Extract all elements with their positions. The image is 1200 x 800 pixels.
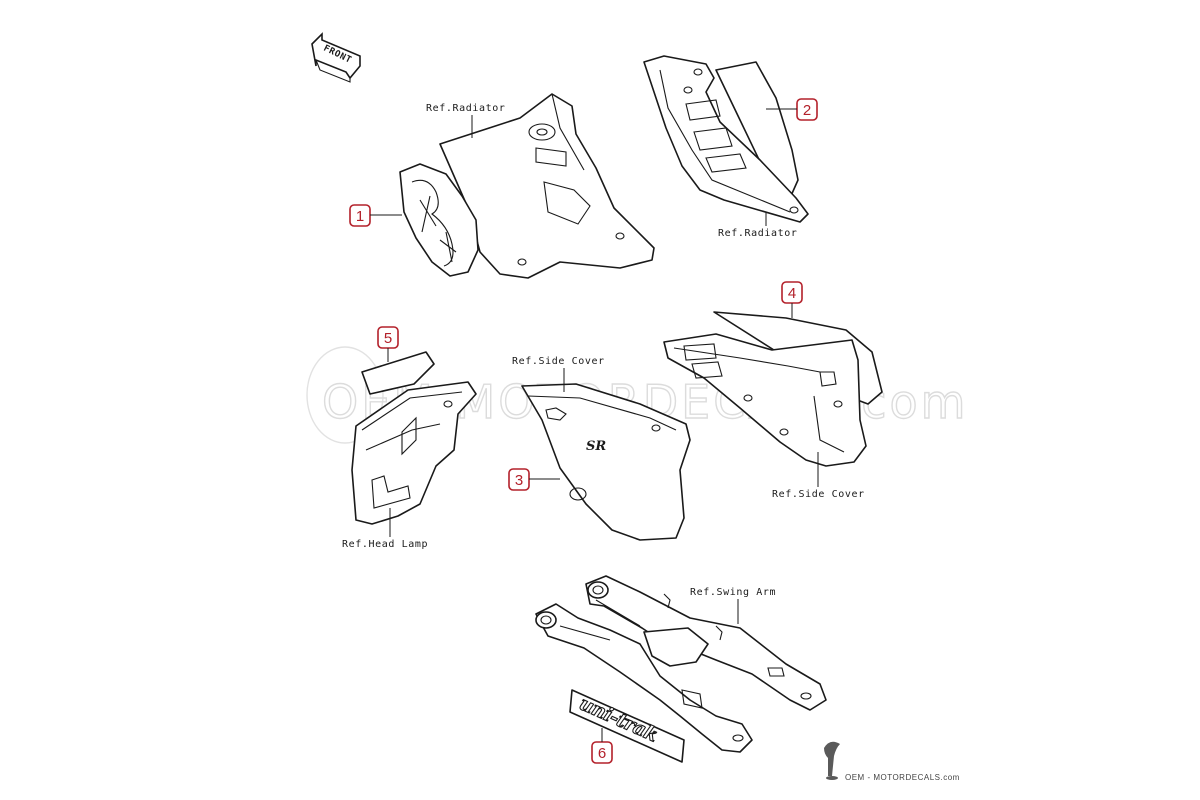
callout-2-number: 2 bbox=[803, 102, 811, 119]
callout-5-number: 5 bbox=[384, 330, 392, 347]
callout-3-number: 3 bbox=[515, 472, 523, 489]
callout-1: 1 bbox=[349, 204, 402, 227]
ref-swing-arm: Ref.Swing Arm bbox=[690, 587, 776, 598]
decal-1 bbox=[399, 163, 479, 277]
callout-2: 2 bbox=[766, 98, 818, 121]
ref-side-cover-right: Ref.Side Cover bbox=[772, 489, 865, 500]
side-cover-right bbox=[663, 311, 883, 467]
callout-5: 5 bbox=[377, 326, 399, 362]
head-lamp-housing bbox=[351, 351, 477, 525]
radiator-shroud-right bbox=[643, 55, 809, 223]
callout-3: 3 bbox=[508, 468, 560, 491]
callout-6: 6 bbox=[591, 728, 613, 764]
brand-logo: OEM - MOTORDECALS.com bbox=[824, 741, 960, 782]
callout-6-number: 6 bbox=[598, 745, 606, 762]
swing-arm bbox=[535, 575, 827, 753]
callout-4: 4 bbox=[781, 281, 803, 318]
ref-side-cover-center: Ref.Side Cover bbox=[512, 356, 605, 367]
ref-radiator-left: Ref.Radiator bbox=[426, 103, 505, 114]
ref-radiator-right: Ref.Radiator bbox=[718, 228, 797, 239]
radiator-shroud-left bbox=[439, 93, 655, 279]
brand-footer-text: OEM - MOTORDECALS.com bbox=[845, 773, 960, 782]
front-marker: FRONT bbox=[311, 32, 361, 83]
callout-1-number: 1 bbox=[356, 208, 364, 225]
ref-head-lamp: Ref.Head Lamp bbox=[342, 539, 428, 550]
side-cover-center: SR bbox=[521, 383, 691, 541]
side-cover-badge: SR bbox=[586, 439, 606, 454]
callout-4-number: 4 bbox=[788, 285, 796, 302]
